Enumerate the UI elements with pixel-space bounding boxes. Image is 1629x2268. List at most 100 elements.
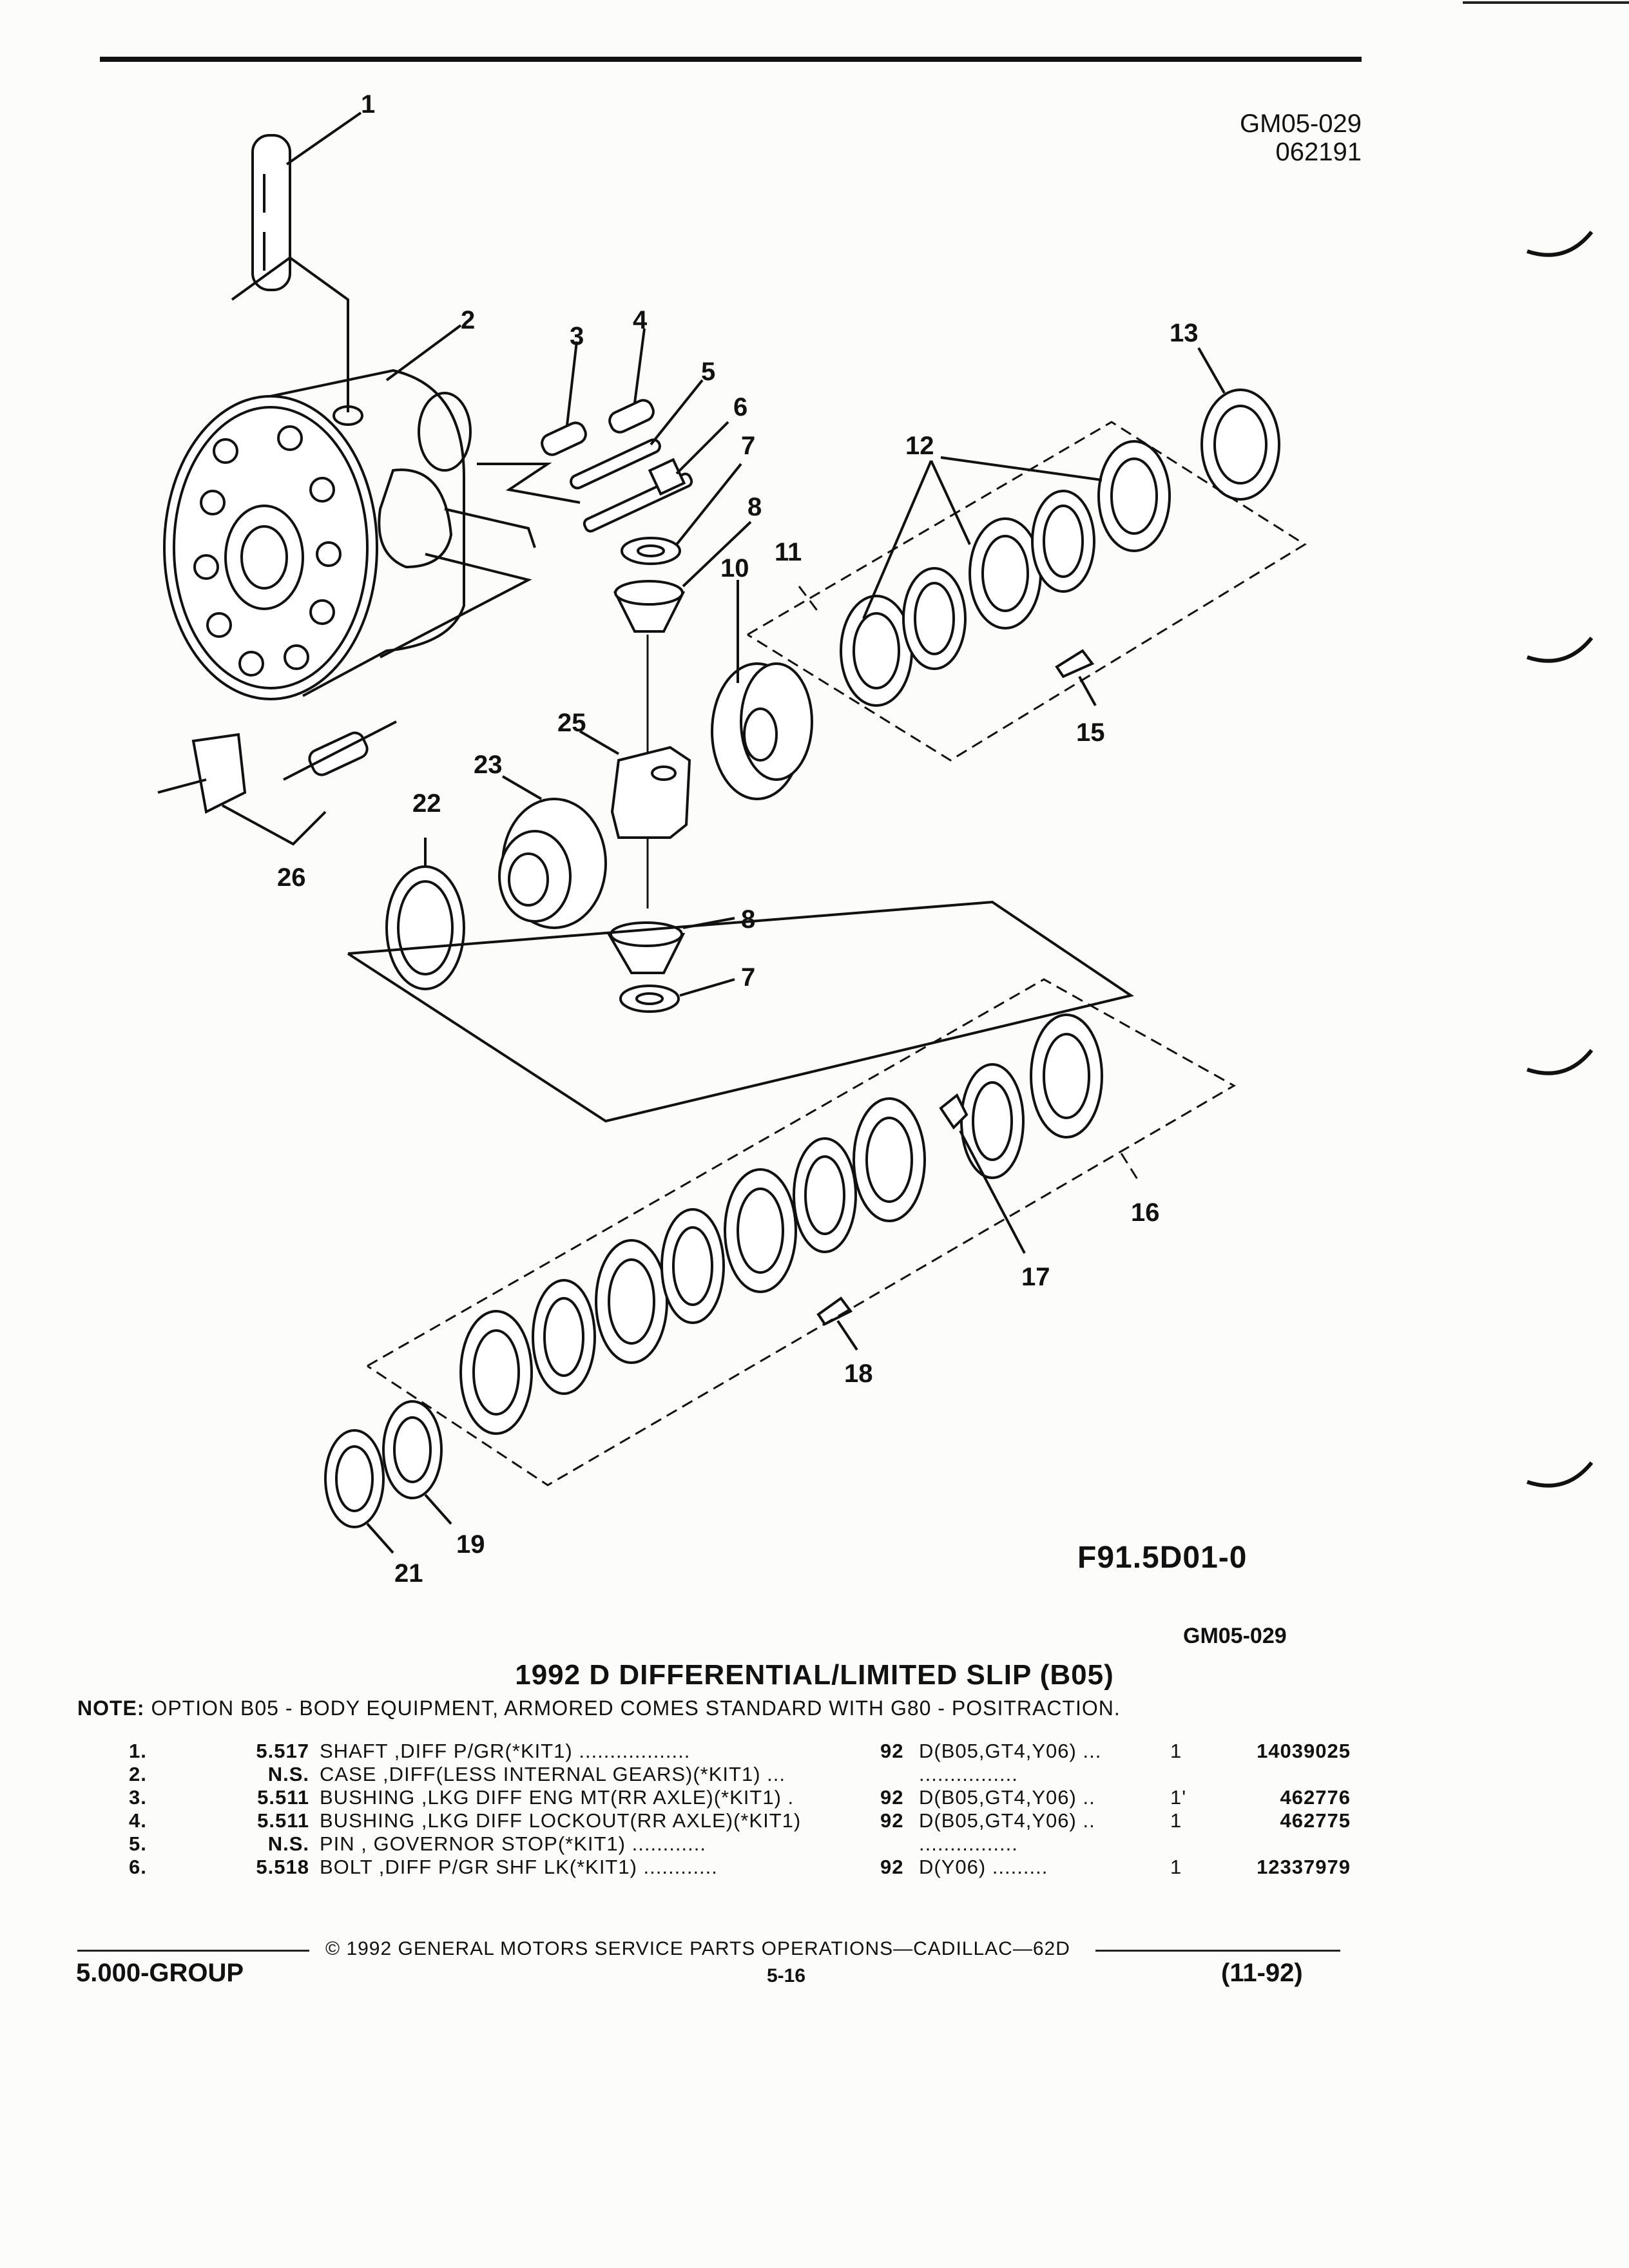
callout-21: 21 — [394, 1559, 423, 1588]
year-code: 92 — [880, 1740, 904, 1762]
quantity: 1 — [1170, 1856, 1182, 1878]
section-reference: GM05-029 — [1183, 1624, 1287, 1648]
callout-22: 22 — [412, 789, 441, 818]
part-description: CASE ,DIFF(LESS INTERNAL GEARS)(*KIT1) .… — [320, 1763, 786, 1785]
quantity: 1 — [1170, 1740, 1182, 1762]
callout-3: 3 — [570, 322, 584, 351]
item-number: 4. — [129, 1809, 147, 1832]
footer-rule-left — [77, 1950, 309, 1952]
callout-5: 5 — [701, 358, 715, 386]
catalog-number: N.S. — [267, 1763, 309, 1785]
table-row: 3. 5.511 BUSHING ,LKG DIFF ENG MT(RR AXL… — [129, 1786, 1351, 1809]
item-number: 5. — [129, 1832, 147, 1855]
part-description: SHAFT ,DIFF P/GR(*KIT1) ................… — [320, 1740, 691, 1762]
callout-10: 10 — [720, 554, 749, 582]
table-row: 5. N.S. PIN , GOVERNOR STOP(*KIT1) .....… — [129, 1832, 1351, 1856]
top-rule — [100, 57, 1362, 62]
quantity: 1' — [1170, 1786, 1187, 1809]
page-number: 5-16 — [767, 1965, 806, 1986]
callout-26: 26 — [277, 863, 306, 892]
item-number: 2. — [129, 1763, 147, 1785]
callout-6: 6 — [733, 393, 747, 421]
exploded-view-diagram: 1 2 3 4 5 6 7 8 10 11 12 13 15 25 23 22 … — [157, 90, 1594, 1588]
binder-marks — [1527, 231, 1594, 1488]
doc-date: 062191 — [1275, 138, 1362, 166]
year-code: 92 — [880, 1786, 904, 1809]
catalog-number: 5.517 — [256, 1740, 309, 1762]
callout-7b: 7 — [741, 963, 755, 992]
callout-16: 16 — [1131, 1198, 1160, 1227]
catalog-number: 5.511 — [257, 1786, 309, 1809]
upper-clutch-pack — [840, 440, 1171, 707]
catalog-number: 5.518 — [256, 1856, 309, 1878]
footer-rule-right — [1095, 1950, 1340, 1952]
lower-clutch-pack — [459, 1014, 1103, 1435]
year-code — [880, 1763, 919, 1786]
item-number: 1. — [129, 1740, 147, 1762]
revision-date: (11-92) — [1221, 1959, 1303, 1987]
bushing-part-4 — [608, 399, 655, 434]
callout-8a: 8 — [747, 493, 762, 521]
corner-rule — [1463, 1, 1629, 4]
callout-23: 23 — [474, 751, 503, 779]
callout-8b: 8 — [741, 905, 755, 934]
quantity — [1170, 1763, 1209, 1786]
table-row: 1. 5.517 SHAFT ,DIFF P/GR(*KIT1) .......… — [129, 1740, 1351, 1763]
callout-17: 17 — [1021, 1263, 1050, 1291]
shaft-part — [251, 134, 291, 291]
year-code — [880, 1832, 919, 1856]
part-number: 462775 — [1280, 1809, 1351, 1832]
usage-code: ................ — [919, 1832, 1018, 1855]
callout-2: 2 — [461, 306, 475, 334]
year-code: 92 — [880, 1809, 904, 1832]
quantity: 1 — [1170, 1809, 1182, 1832]
catalog-number: N.S. — [267, 1832, 309, 1855]
table-row: 4. 5.511 BUSHING ,LKG DIFF LOCKOUT(RR AX… — [129, 1809, 1351, 1832]
year-code: 92 — [880, 1856, 904, 1878]
note-label: NOTE: — [77, 1696, 145, 1720]
figure-code: F91.5D01-0 — [1077, 1541, 1248, 1575]
quantity — [1170, 1832, 1209, 1856]
callout-1: 1 — [361, 90, 375, 119]
usage-code: ................ — [919, 1763, 1018, 1785]
callout-12: 12 — [905, 432, 934, 460]
part-number: 12337979 — [1257, 1856, 1351, 1878]
catalog-number: 5.511 — [257, 1809, 309, 1832]
note-text: OPTION B05 - BODY EQUIPMENT, ARMORED COM… — [151, 1696, 1121, 1720]
section-note: NOTE: OPTION B05 - BODY EQUIPMENT, ARMOR… — [77, 1696, 1121, 1720]
usage-code: D(B05,GT4,Y06) ... — [919, 1740, 1102, 1762]
usage-code: D(Y06) ......... — [919, 1856, 1048, 1878]
callout-11: 11 — [775, 538, 802, 566]
item-number: 3. — [129, 1786, 147, 1809]
part-description: BUSHING ,LKG DIFF LOCKOUT(RR AXLE)(*KIT1… — [320, 1809, 802, 1832]
callout-4: 4 — [633, 306, 648, 334]
group-label: 5.000-GROUP — [76, 1959, 244, 1987]
side-gear-part — [711, 662, 813, 800]
section-title: 1992 D DIFFERENTIAL/LIMITED SLIP (B05) — [515, 1659, 1114, 1691]
table-row: 2. N.S. CASE ,DIFF(LESS INTERNAL GEARS)(… — [129, 1763, 1351, 1786]
item-number: 6. — [129, 1856, 147, 1878]
part-number: 14039025 — [1257, 1740, 1351, 1762]
part-number — [1209, 1832, 1351, 1856]
usage-code: D(B05,GT4,Y06) .. — [919, 1786, 1095, 1809]
copyright-notice: © 1992 GENERAL MOTORS SERVICE PARTS OPER… — [325, 1938, 1070, 1959]
figure-reference: GM05-029 062191 — [1240, 110, 1362, 166]
callout-15: 15 — [1076, 718, 1105, 747]
part-description: BUSHING ,LKG DIFF ENG MT(RR AXLE)(*KIT1)… — [320, 1786, 795, 1809]
part-description: PIN , GOVERNOR STOP(*KIT1) ............ — [320, 1832, 706, 1855]
callout-7a: 7 — [741, 432, 755, 460]
parts-table: 1. 5.517 SHAFT ,DIFF P/GR(*KIT1) .......… — [129, 1740, 1351, 1879]
callout-19: 19 — [456, 1530, 485, 1559]
pinion-drive-gear — [498, 798, 607, 929]
part-number: 462776 — [1280, 1786, 1351, 1809]
callout-25: 25 — [557, 709, 586, 737]
table-row: 6. 5.518 BOLT ,DIFF P/GR SHF LK(*KIT1) .… — [129, 1856, 1351, 1879]
callout-13: 13 — [1170, 319, 1199, 347]
callout-18: 18 — [844, 1360, 873, 1388]
usage-code: D(B05,GT4,Y06) .. — [919, 1809, 1095, 1832]
part-description: BOLT ,DIFF P/GR SHF LK(*KIT1) ..........… — [320, 1856, 718, 1878]
doc-code: GM05-029 — [1240, 110, 1362, 138]
differential-case — [163, 369, 472, 700]
part-number — [1209, 1763, 1351, 1786]
bushing-part-3 — [541, 421, 587, 456]
